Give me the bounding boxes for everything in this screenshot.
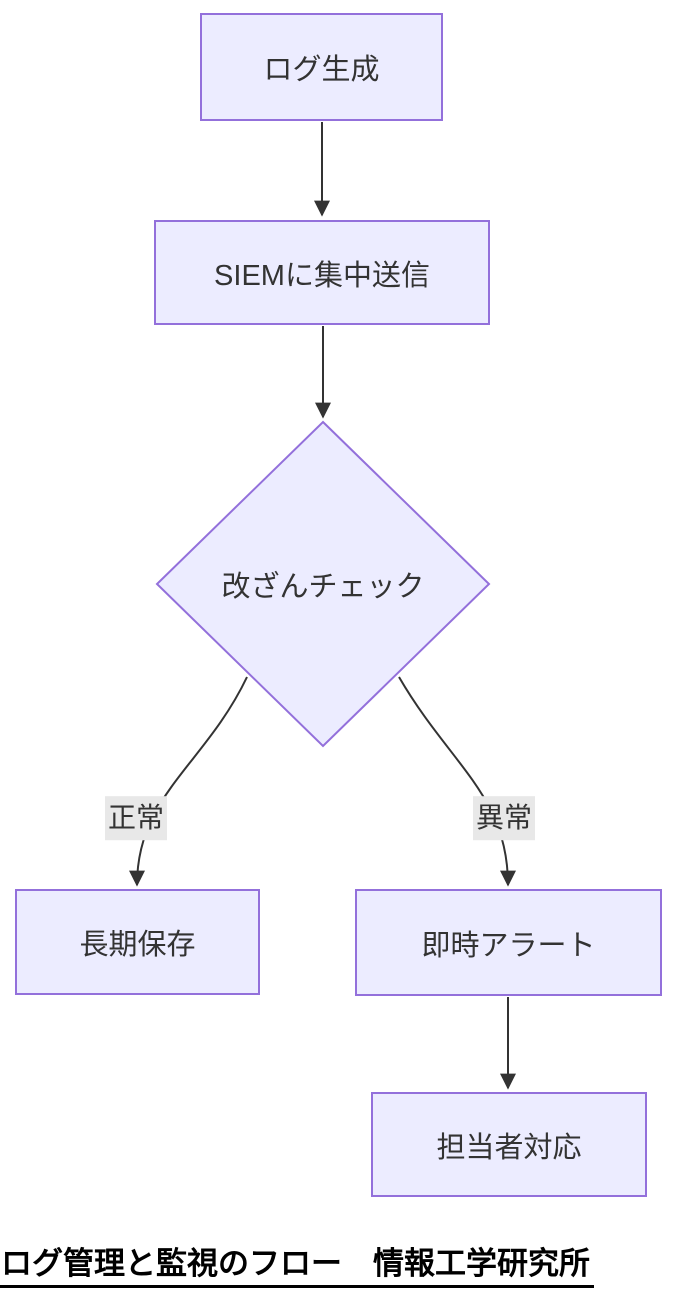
edge-label-abnormal: 異常 xyxy=(472,796,536,840)
node-label: 改ざんチェック xyxy=(221,571,425,603)
node-label: 長期保存 xyxy=(79,929,196,961)
node-label: 担当者対応 xyxy=(436,1131,582,1164)
node-label: SIEMに集中送信 xyxy=(214,259,430,292)
node-label: ログ生成 xyxy=(263,54,380,86)
flowchart-node-siem-send: SIEMに集中送信 xyxy=(154,220,490,325)
diagram-title: ログ管理と監視のフロー 情報工学研究所 xyxy=(0,1246,594,1288)
edge-label-normal: 正常 xyxy=(104,796,168,840)
flowchart-node-long-term-storage: 長期保存 xyxy=(15,889,260,995)
flowchart-node-tamper-check-label: 改ざんチェック xyxy=(221,563,424,605)
edge-check-to-alert xyxy=(398,676,516,887)
decision-diamond-shape xyxy=(155,420,491,748)
node-label: 即時アラート xyxy=(421,929,596,962)
flowchart-node-log-generation: ログ生成 xyxy=(200,13,443,121)
flowchart-node-immediate-alert: 即時アラート xyxy=(355,889,662,996)
edge-check-to-storage xyxy=(129,676,248,887)
flowchart-node-staff-response: 担当者対応 xyxy=(371,1092,647,1197)
